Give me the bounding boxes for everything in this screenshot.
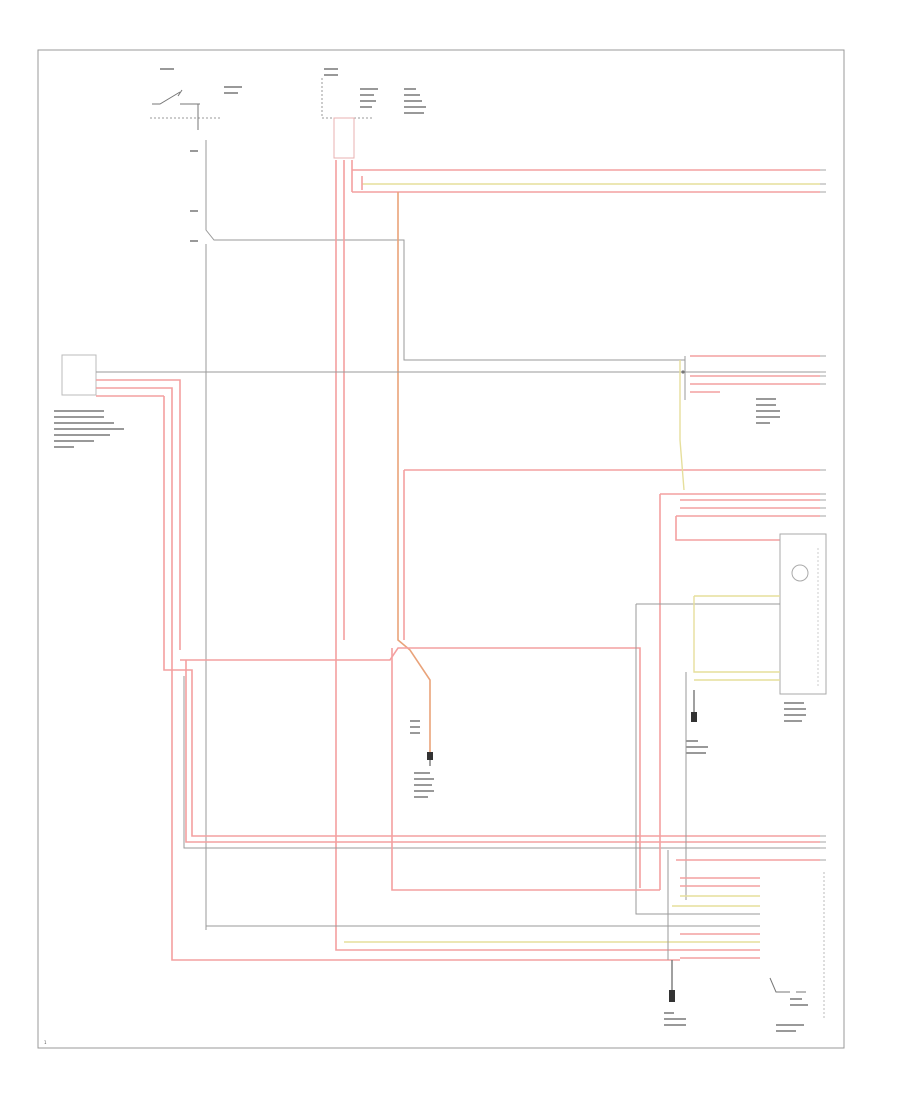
- connector-ends: [820, 169, 826, 861]
- top-left-switch: [150, 89, 222, 130]
- top-center-fuse: [321, 78, 372, 159]
- right-switch-box: [635, 533, 827, 915]
- ground-symbols: [427, 690, 697, 1002]
- right-connector-upper: [679, 355, 820, 491]
- left-module: [61, 354, 820, 961]
- right-connector-lower: [659, 493, 820, 890]
- footer-code: 1: [44, 1040, 47, 1045]
- bottom-right-switch: [769, 872, 825, 1020]
- bottom-connector: [206, 648, 820, 960]
- diagram-border: [37, 49, 845, 1049]
- wire-labels: [54, 68, 808, 1032]
